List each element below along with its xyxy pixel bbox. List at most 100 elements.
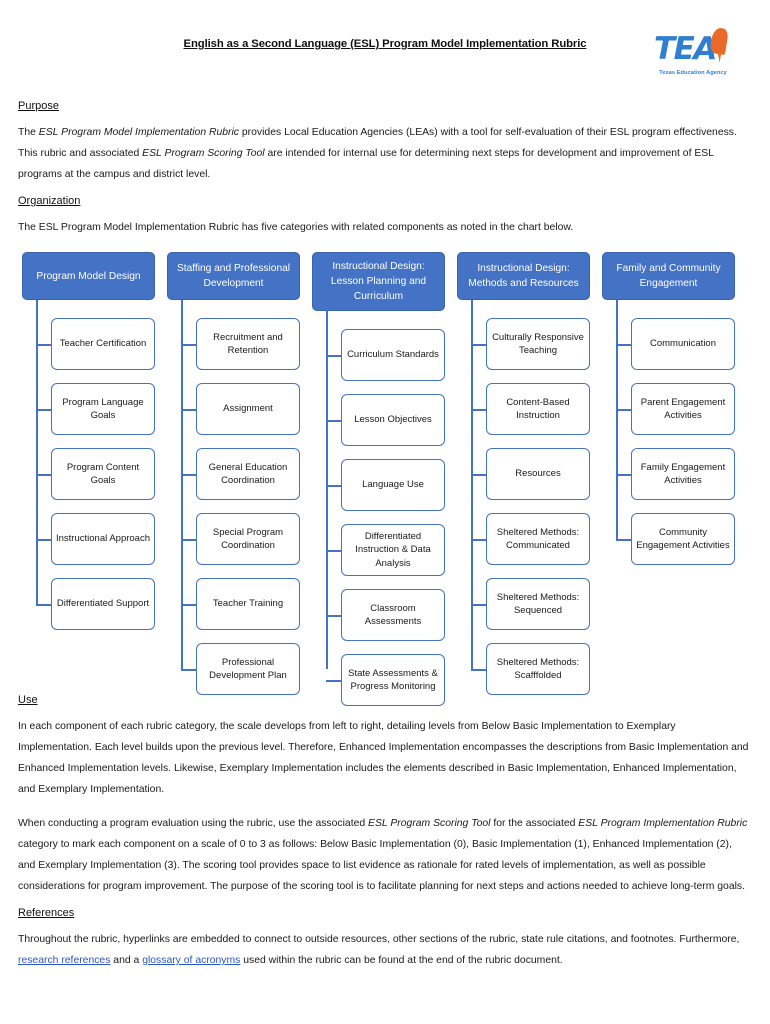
connector-stub: [616, 344, 631, 346]
chart-item-box[interactable]: Resources: [486, 448, 590, 500]
chart-column-header[interactable]: Instructional Design: Lesson Planning an…: [312, 252, 445, 311]
chart-item-wrapper: Differentiated Support: [22, 572, 155, 637]
chart-item-box[interactable]: Parent Engagement Activities: [631, 383, 735, 435]
purpose-text-2: provides Local Education Agencies (LEAs)…: [18, 127, 737, 159]
chart-item-box[interactable]: Assignment: [196, 383, 300, 435]
chart-column-header[interactable]: Instructional Design: Methods and Resour…: [457, 252, 590, 300]
chart-column-header[interactable]: Program Model Design: [22, 252, 155, 300]
chart-item-box[interactable]: Sheltered Methods: Scafffolded: [486, 643, 590, 695]
chart-item-box[interactable]: Differentiated Support: [51, 578, 155, 630]
chart-item-wrapper: Communication: [602, 312, 735, 377]
chart-item-box[interactable]: General Education Coordination: [196, 448, 300, 500]
chart-item-box[interactable]: Curriculum Standards: [341, 329, 445, 381]
chart-item-wrapper: Culturally Responsive Teaching: [457, 312, 590, 377]
use-paragraph-2: When conducting a program evaluation usi…: [18, 813, 752, 897]
connector-stub: [326, 355, 341, 357]
chart-item-wrapper: Teacher Training: [167, 572, 300, 637]
connector-trunk: [471, 300, 473, 669]
document-header: English as a Second Language (ESL) Progr…: [18, 26, 752, 90]
connector-stub: [36, 409, 51, 411]
chart-item-box[interactable]: Sheltered Methods: Communicated: [486, 513, 590, 565]
chart-item-box[interactable]: Lesson Objectives: [341, 394, 445, 446]
references-text-3: used within the rubric can be found at t…: [240, 955, 563, 966]
chart-column: Instructional Design: Lesson Planning an…: [312, 252, 445, 713]
chart-item-wrapper: Program Content Goals: [22, 442, 155, 507]
connector-trunk: [616, 300, 618, 539]
chart-item-wrapper: Professional Development Plan: [167, 637, 300, 702]
connector-stub: [471, 344, 486, 346]
use-text-1: When conducting a program evaluation usi…: [18, 818, 369, 829]
use-italic-2: ESL Program Implementation Rubric: [578, 818, 748, 829]
chart-item-box[interactable]: State Assessments & Progress Monitoring: [341, 654, 445, 706]
use-italic-1: ESL Program Scoring Tool: [368, 818, 491, 829]
connector-trunk: [181, 300, 183, 669]
chart-item-box[interactable]: Teacher Certification: [51, 318, 155, 370]
purpose-italic-2: ESL Program Scoring Tool: [142, 148, 265, 159]
chart-item-box[interactable]: Recruitment and Retention: [196, 318, 300, 370]
chart-item-wrapper: Recruitment and Retention: [167, 312, 300, 377]
chart-column-header[interactable]: Staffing and Professional Development: [167, 252, 300, 300]
connector-stub: [181, 604, 196, 606]
chart-item-box[interactable]: Professional Development Plan: [196, 643, 300, 695]
chart-item-box[interactable]: Instructional Approach: [51, 513, 155, 565]
chart-item-box[interactable]: Program Content Goals: [51, 448, 155, 500]
chart-column: Instructional Design: Methods and Resour…: [457, 252, 590, 702]
chart-item-box[interactable]: Program Language Goals: [51, 383, 155, 435]
chart-item-wrapper: Differentiated Instruction & Data Analys…: [312, 518, 445, 583]
use-paragraph-1: In each component of each rubric categor…: [18, 721, 749, 795]
connector-stub: [36, 344, 51, 346]
chart-item-box[interactable]: Culturally Responsive Teaching: [486, 318, 590, 370]
purpose-heading: Purpose: [18, 100, 59, 112]
connector-stub: [181, 539, 196, 541]
use-text-2: for the associated: [490, 818, 579, 829]
chart-item-wrapper: Assignment: [167, 377, 300, 442]
connector-stub: [326, 550, 341, 552]
organization-paragraph: The ESL Program Model Implementation Rub…: [18, 222, 574, 233]
chart-item-box[interactable]: Teacher Training: [196, 578, 300, 630]
chart-item-wrapper: Classroom Assessments: [312, 583, 445, 648]
chart-item-wrapper: Community Engagement Activities: [602, 507, 735, 572]
chart-item-box[interactable]: Family Engagement Activities: [631, 448, 735, 500]
glossary-of-acronyms-link[interactable]: glossary of acronyms: [142, 955, 241, 966]
connector-trunk: [326, 300, 328, 669]
connector-stub: [471, 539, 486, 541]
flame-tail-icon: [717, 48, 722, 63]
connector-stub: [326, 615, 341, 617]
chart-item-box[interactable]: Sheltered Methods: Sequenced: [486, 578, 590, 630]
chart-item-box[interactable]: Communication: [631, 318, 735, 370]
connector-stub: [181, 474, 196, 476]
tea-wordmark: TEA: [650, 26, 736, 72]
chart-item-wrapper: Sheltered Methods: Scafffolded: [457, 637, 590, 702]
connector-stub: [471, 474, 486, 476]
references-text-1: Throughout the rubric, hyperlinks are em…: [18, 934, 740, 945]
tea-logo-subtitle: Texas Education Agency: [659, 70, 727, 76]
chart-item-box[interactable]: Special Program Coordination: [196, 513, 300, 565]
page-title: English as a Second Language (ESL) Progr…: [183, 38, 587, 50]
chart-item-wrapper: Sheltered Methods: Sequenced: [457, 572, 590, 637]
chart-item-wrapper: Teacher Certification: [22, 312, 155, 377]
chart-item-box[interactable]: Content-Based Instruction: [486, 383, 590, 435]
connector-stub: [36, 539, 51, 541]
chart-item-wrapper: Language Use: [312, 453, 445, 518]
connector-stub: [471, 604, 486, 606]
connector-stub: [181, 344, 196, 346]
chart-item-box[interactable]: Classroom Assessments: [341, 589, 445, 641]
connector-stub: [471, 669, 486, 671]
connector-stub: [181, 409, 196, 411]
chart-item-wrapper: Program Language Goals: [22, 377, 155, 442]
chart-item-box[interactable]: Community Engagement Activities: [631, 513, 735, 565]
chart-item-box[interactable]: Language Use: [341, 459, 445, 511]
chart-item-wrapper: Parent Engagement Activities: [602, 377, 735, 442]
research-references-link[interactable]: research references: [18, 955, 111, 966]
use-heading: Use: [18, 694, 38, 706]
references-text-2: and a: [110, 955, 143, 966]
chart-item-box[interactable]: Differentiated Instruction & Data Analys…: [341, 524, 445, 576]
connector-stub: [616, 409, 631, 411]
chart-column-header[interactable]: Family and Community Engagement: [602, 252, 735, 300]
